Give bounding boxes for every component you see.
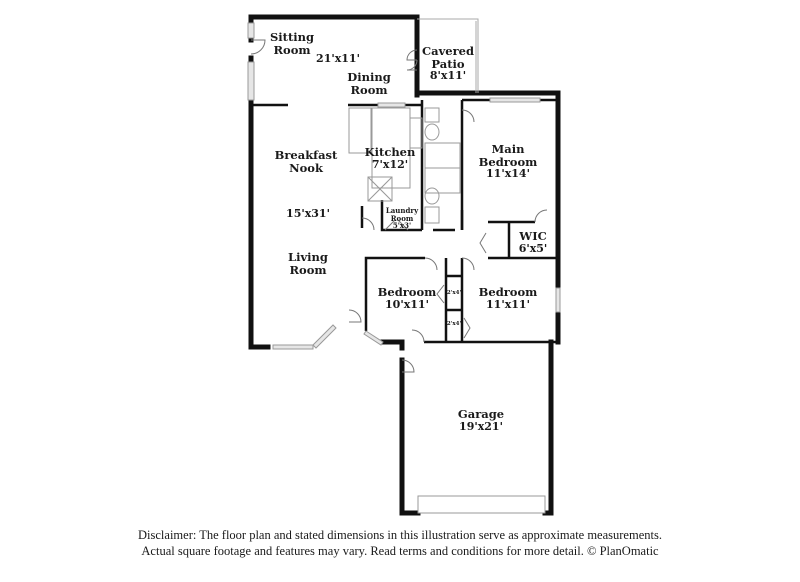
room-label-dining-room: Dining Room (347, 70, 391, 97)
room-label-main-bedroom: Main Bedroom 11'x14' (478, 142, 538, 181)
room-label-laundry-room: Laundry Room 5'x3' (385, 206, 419, 231)
room-label-kitchen: Kitchen 7'x12' (364, 145, 416, 171)
windows (247, 22, 561, 514)
doors (250, 39, 548, 373)
disclaimer-line-1: Disclaimer: The floor plan and stated di… (138, 528, 662, 542)
room-label-wic: WIC 6'x5' (518, 229, 548, 255)
interior-walls (251, 98, 558, 344)
patio-outline (417, 18, 479, 93)
room-label-sitting-room: Sitting Room (269, 30, 315, 57)
room-dims-nook-living: 15'x31' (286, 207, 330, 220)
closet-dims-2: 2'x4' (446, 321, 462, 327)
fixtures (348, 107, 461, 224)
room-label-living-room: Living Room (288, 250, 328, 277)
disclaimer-text: Disclaimer: The floor plan and stated di… (0, 527, 800, 559)
room-dims-sitting-dining: 21'x11' (316, 52, 360, 65)
room-label-covered-patio: Cavered Patio 8'x11' (421, 44, 475, 83)
room-label-breakfast-nook: Breakfast Nook (274, 148, 338, 175)
room-label-bedroom-2: Bedroom 11'x11' (478, 285, 538, 311)
closet-dims-1: 2'x4' (446, 290, 462, 296)
exterior-walls (248, 14, 561, 516)
room-label-bedroom-1: Bedroom 10'x11' (377, 285, 437, 311)
room-label-garage: Garage 19'x21' (457, 407, 505, 433)
disclaimer-line-2: Actual square footage and features may v… (141, 544, 659, 558)
